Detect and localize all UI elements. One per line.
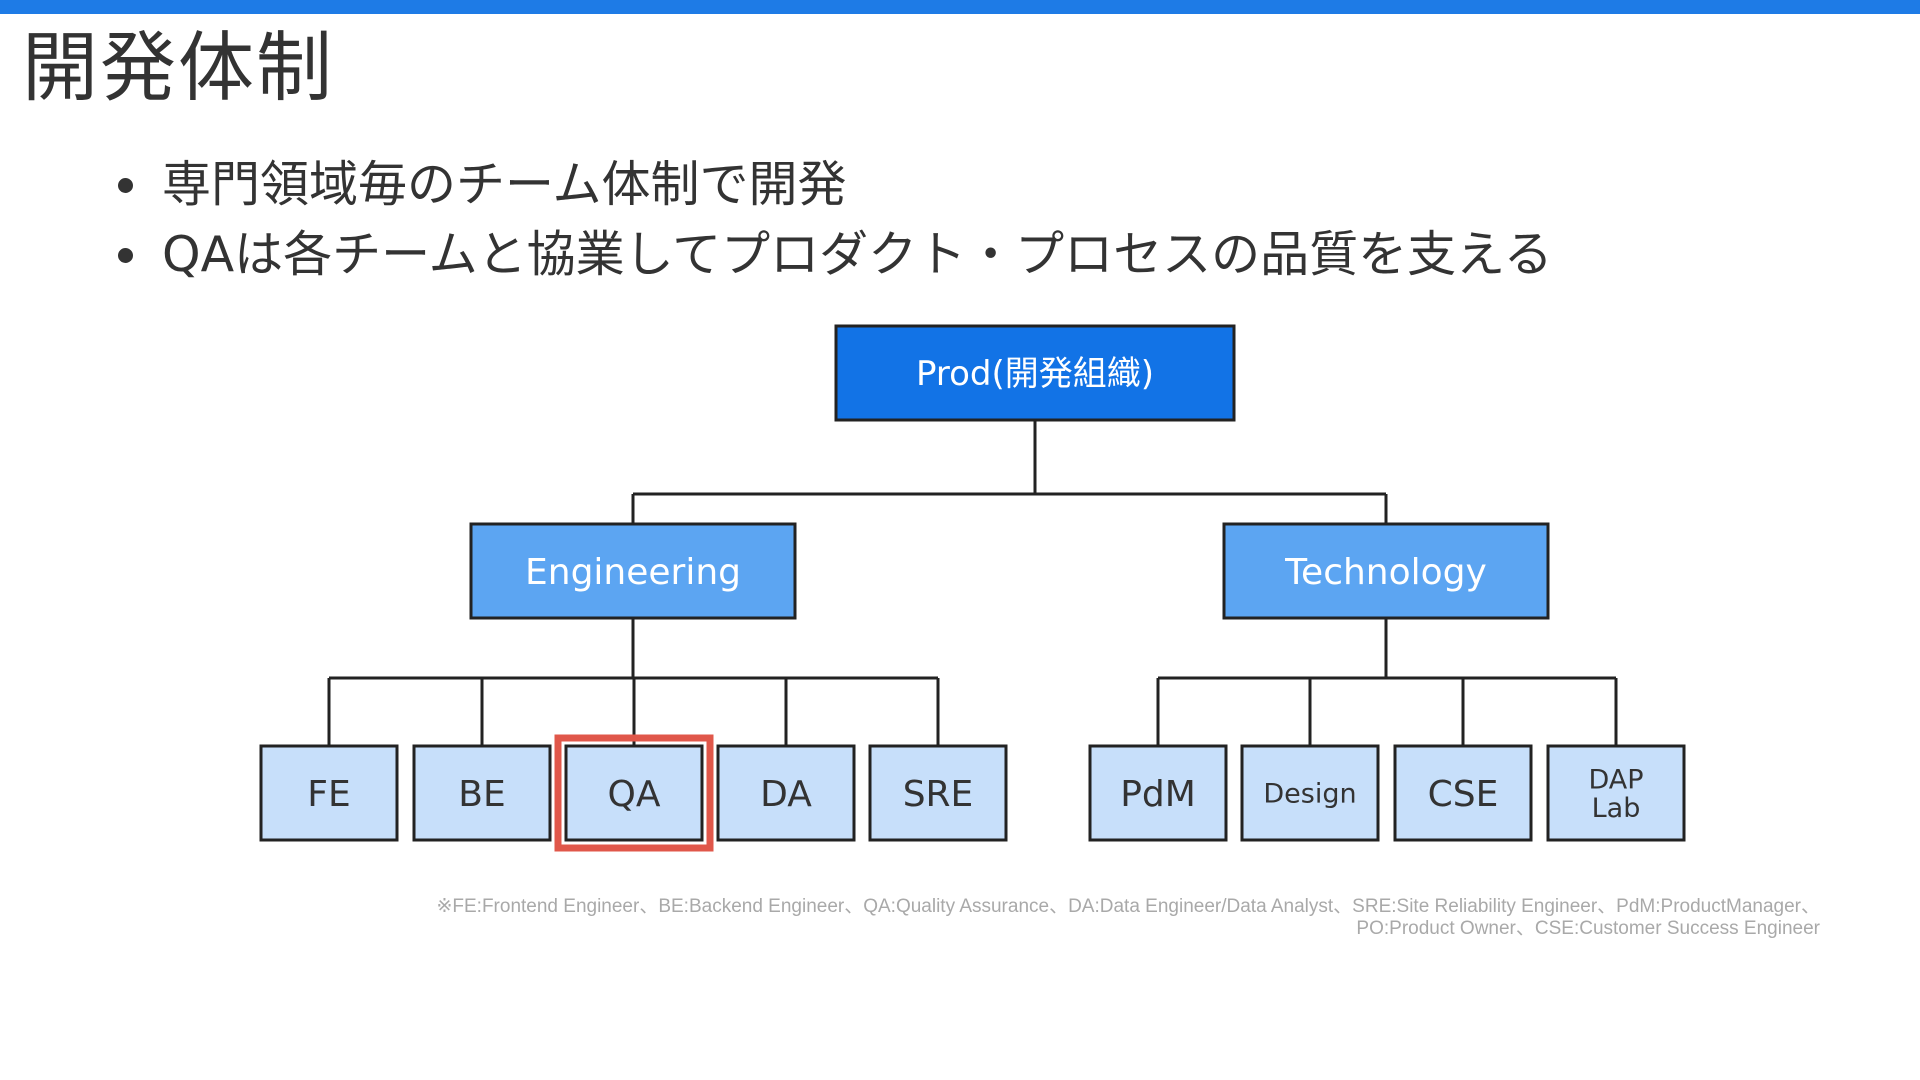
team-pdm-box bbox=[1088, 744, 1228, 842]
bullet-item: QAは各チームと協業してプロダクト・プロセスの品質を支える bbox=[118, 220, 1553, 290]
team-be-box bbox=[412, 744, 552, 842]
division-engineering-box bbox=[469, 522, 797, 620]
bullet-list: 専門領域毎のチーム体制で開発 QAは各チームと協業してプロダクト・プロセスの品質… bbox=[118, 150, 1553, 290]
team-qa-label: QA bbox=[608, 774, 661, 815]
team-fe-box bbox=[259, 744, 399, 842]
team-sre-box bbox=[868, 744, 1008, 842]
root-label: Prod(開発組織) bbox=[916, 354, 1154, 394]
footnote-line-1: ※FE:Frontend Engineer、BE:Backend Enginee… bbox=[436, 896, 1820, 917]
root-box bbox=[834, 324, 1236, 422]
bullet-text: 専門領域毎のチーム体制で開発 bbox=[162, 156, 847, 213]
team-cse-box bbox=[1393, 744, 1533, 842]
bullet-item: 専門領域毎のチーム体制で開発 bbox=[118, 150, 1553, 220]
team-design-label: Design bbox=[1263, 779, 1356, 810]
team-design-box bbox=[1240, 744, 1380, 842]
team-da-label: DA bbox=[760, 774, 812, 815]
team-da-box bbox=[716, 744, 856, 842]
team-pdm-label: PdM bbox=[1120, 774, 1196, 815]
slide-title: 開発体制 bbox=[22, 23, 334, 112]
division-technology-box bbox=[1222, 522, 1550, 620]
team-qa-box bbox=[564, 744, 704, 842]
footnote-line-2: PO:Product Owner、CSE:Customer Success En… bbox=[1356, 918, 1820, 939]
division-technology-label: Technology bbox=[1284, 552, 1487, 593]
team-cse-label: CSE bbox=[1428, 774, 1499, 815]
team-dap-lab-box bbox=[1546, 744, 1686, 842]
bullet-text: QAは各チームと協業してプロダクト・プロセスの品質を支える bbox=[162, 226, 1553, 283]
division-engineering-label: Engineering bbox=[525, 552, 741, 593]
bullet-dot-icon bbox=[118, 178, 133, 193]
bullet-dot-icon bbox=[118, 248, 133, 263]
top-accent-bar bbox=[0, 0, 1920, 14]
team-be-label: BE bbox=[458, 774, 505, 815]
team-sre-label: SRE bbox=[903, 774, 974, 815]
highlight-frame bbox=[554, 734, 714, 852]
team-fe-label: FE bbox=[307, 774, 350, 815]
footnote: ※FE:Frontend Engineer、BE:Backend Enginee… bbox=[220, 896, 1820, 940]
